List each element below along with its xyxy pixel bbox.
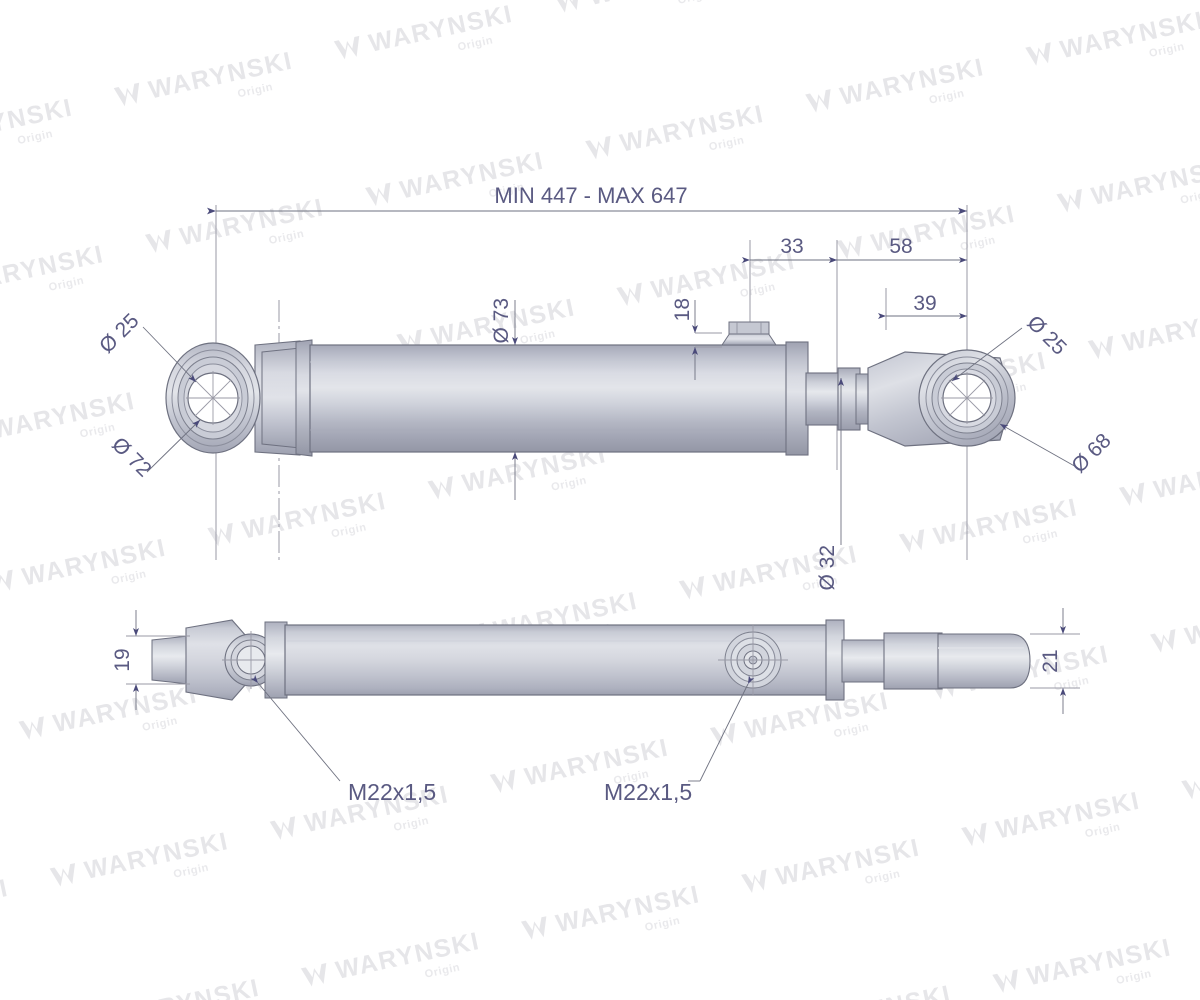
dimension-18: 18 — [671, 298, 694, 321]
top-left-cap — [264, 621, 288, 699]
dimension-right-width-21: 21 — [1039, 649, 1062, 672]
dimension-layer — [126, 207, 1080, 782]
dimension-right-eye-68: Ø 68 — [1067, 429, 1115, 477]
dimension-left-eye-72: Ø 72 — [107, 433, 155, 481]
callout-thread-left: M22x1,5 — [348, 779, 436, 805]
dimension-58: 58 — [889, 235, 912, 258]
dimension-bore-73: Ø 73 — [490, 298, 513, 344]
dimension-text-layer: MIN 447 - MAX 647 33 58 39 Ø 73 18 Ø 32 … — [95, 183, 1116, 805]
overall-stroke-dimension: MIN 447 - MAX 647 — [494, 183, 687, 208]
top-port-boss-right — [718, 625, 788, 695]
piston-rod-32 — [805, 372, 841, 426]
top-view — [151, 619, 1031, 701]
left-cap — [261, 347, 301, 449]
top-right-eye-flat — [937, 633, 1031, 689]
left-eye-crosshair — [186, 371, 240, 425]
side-elevation-view — [165, 321, 1016, 457]
port-fitting-taper — [721, 332, 777, 346]
dimension-left-width-19: 19 — [111, 648, 134, 671]
port-fitting-hex — [728, 321, 770, 335]
top-rod-thread — [883, 632, 943, 690]
leader-thread-right — [699, 675, 755, 782]
leader-right-25 — [951, 327, 1023, 382]
leader-thread-left — [250, 674, 341, 782]
dimension-rod-32: Ø 32 — [816, 545, 839, 591]
dimension-33: 33 — [780, 235, 803, 258]
cylinder-head-flange — [785, 341, 809, 456]
left-cap-flange — [295, 339, 313, 457]
callout-thread-right: M22x1,5 — [604, 779, 692, 805]
cylinder-barrel-73 — [309, 344, 791, 453]
right-eye-ring-a — [925, 356, 1009, 440]
left-eye-ring-a — [171, 349, 255, 447]
leader-left-72 — [146, 419, 201, 473]
top-piston-rod — [841, 639, 889, 683]
leader-left-25 — [142, 326, 197, 383]
dimension-left-pin-25: Ø 25 — [95, 309, 143, 357]
top-left-shank — [151, 635, 189, 685]
top-head-flange — [825, 619, 845, 701]
dimension-39: 39 — [913, 292, 936, 315]
right-eye-crosshair — [941, 372, 993, 424]
leader-right-68 — [999, 423, 1079, 469]
